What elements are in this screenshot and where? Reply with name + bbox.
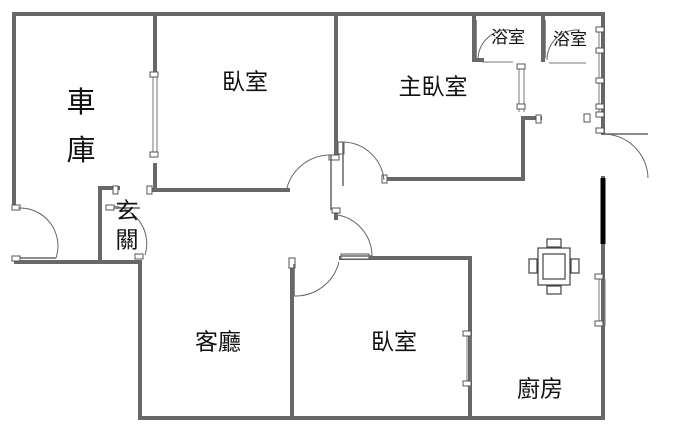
room-label-living-room: 客廳 <box>195 330 241 356</box>
window-lines <box>152 28 606 384</box>
dining-table-icon <box>528 238 580 295</box>
room-label-entrance-1: 玄 <box>116 199 139 225</box>
interior-walls <box>98 12 545 420</box>
room-label-garage-1: 車 <box>66 85 95 119</box>
room-label-garage-2: 庫 <box>66 133 95 167</box>
room-label-bedroom-bottom: 臥室 <box>371 330 417 356</box>
room-label-bedroom-top: 臥室 <box>222 70 268 96</box>
outer-walls <box>12 12 605 420</box>
room-labels: 車 庫 臥室 主臥室 浴室 浴室 玄 關 客廳 臥室 廚房 <box>66 28 587 403</box>
room-label-entrance-2: 關 <box>116 228 139 254</box>
room-label-bath-right: 浴室 <box>553 30 587 50</box>
door-swings <box>17 20 649 297</box>
room-label-master-bedroom: 主臥室 <box>399 75 468 101</box>
room-label-kitchen: 廚房 <box>517 377 563 403</box>
room-label-bath-left: 浴室 <box>491 28 525 48</box>
